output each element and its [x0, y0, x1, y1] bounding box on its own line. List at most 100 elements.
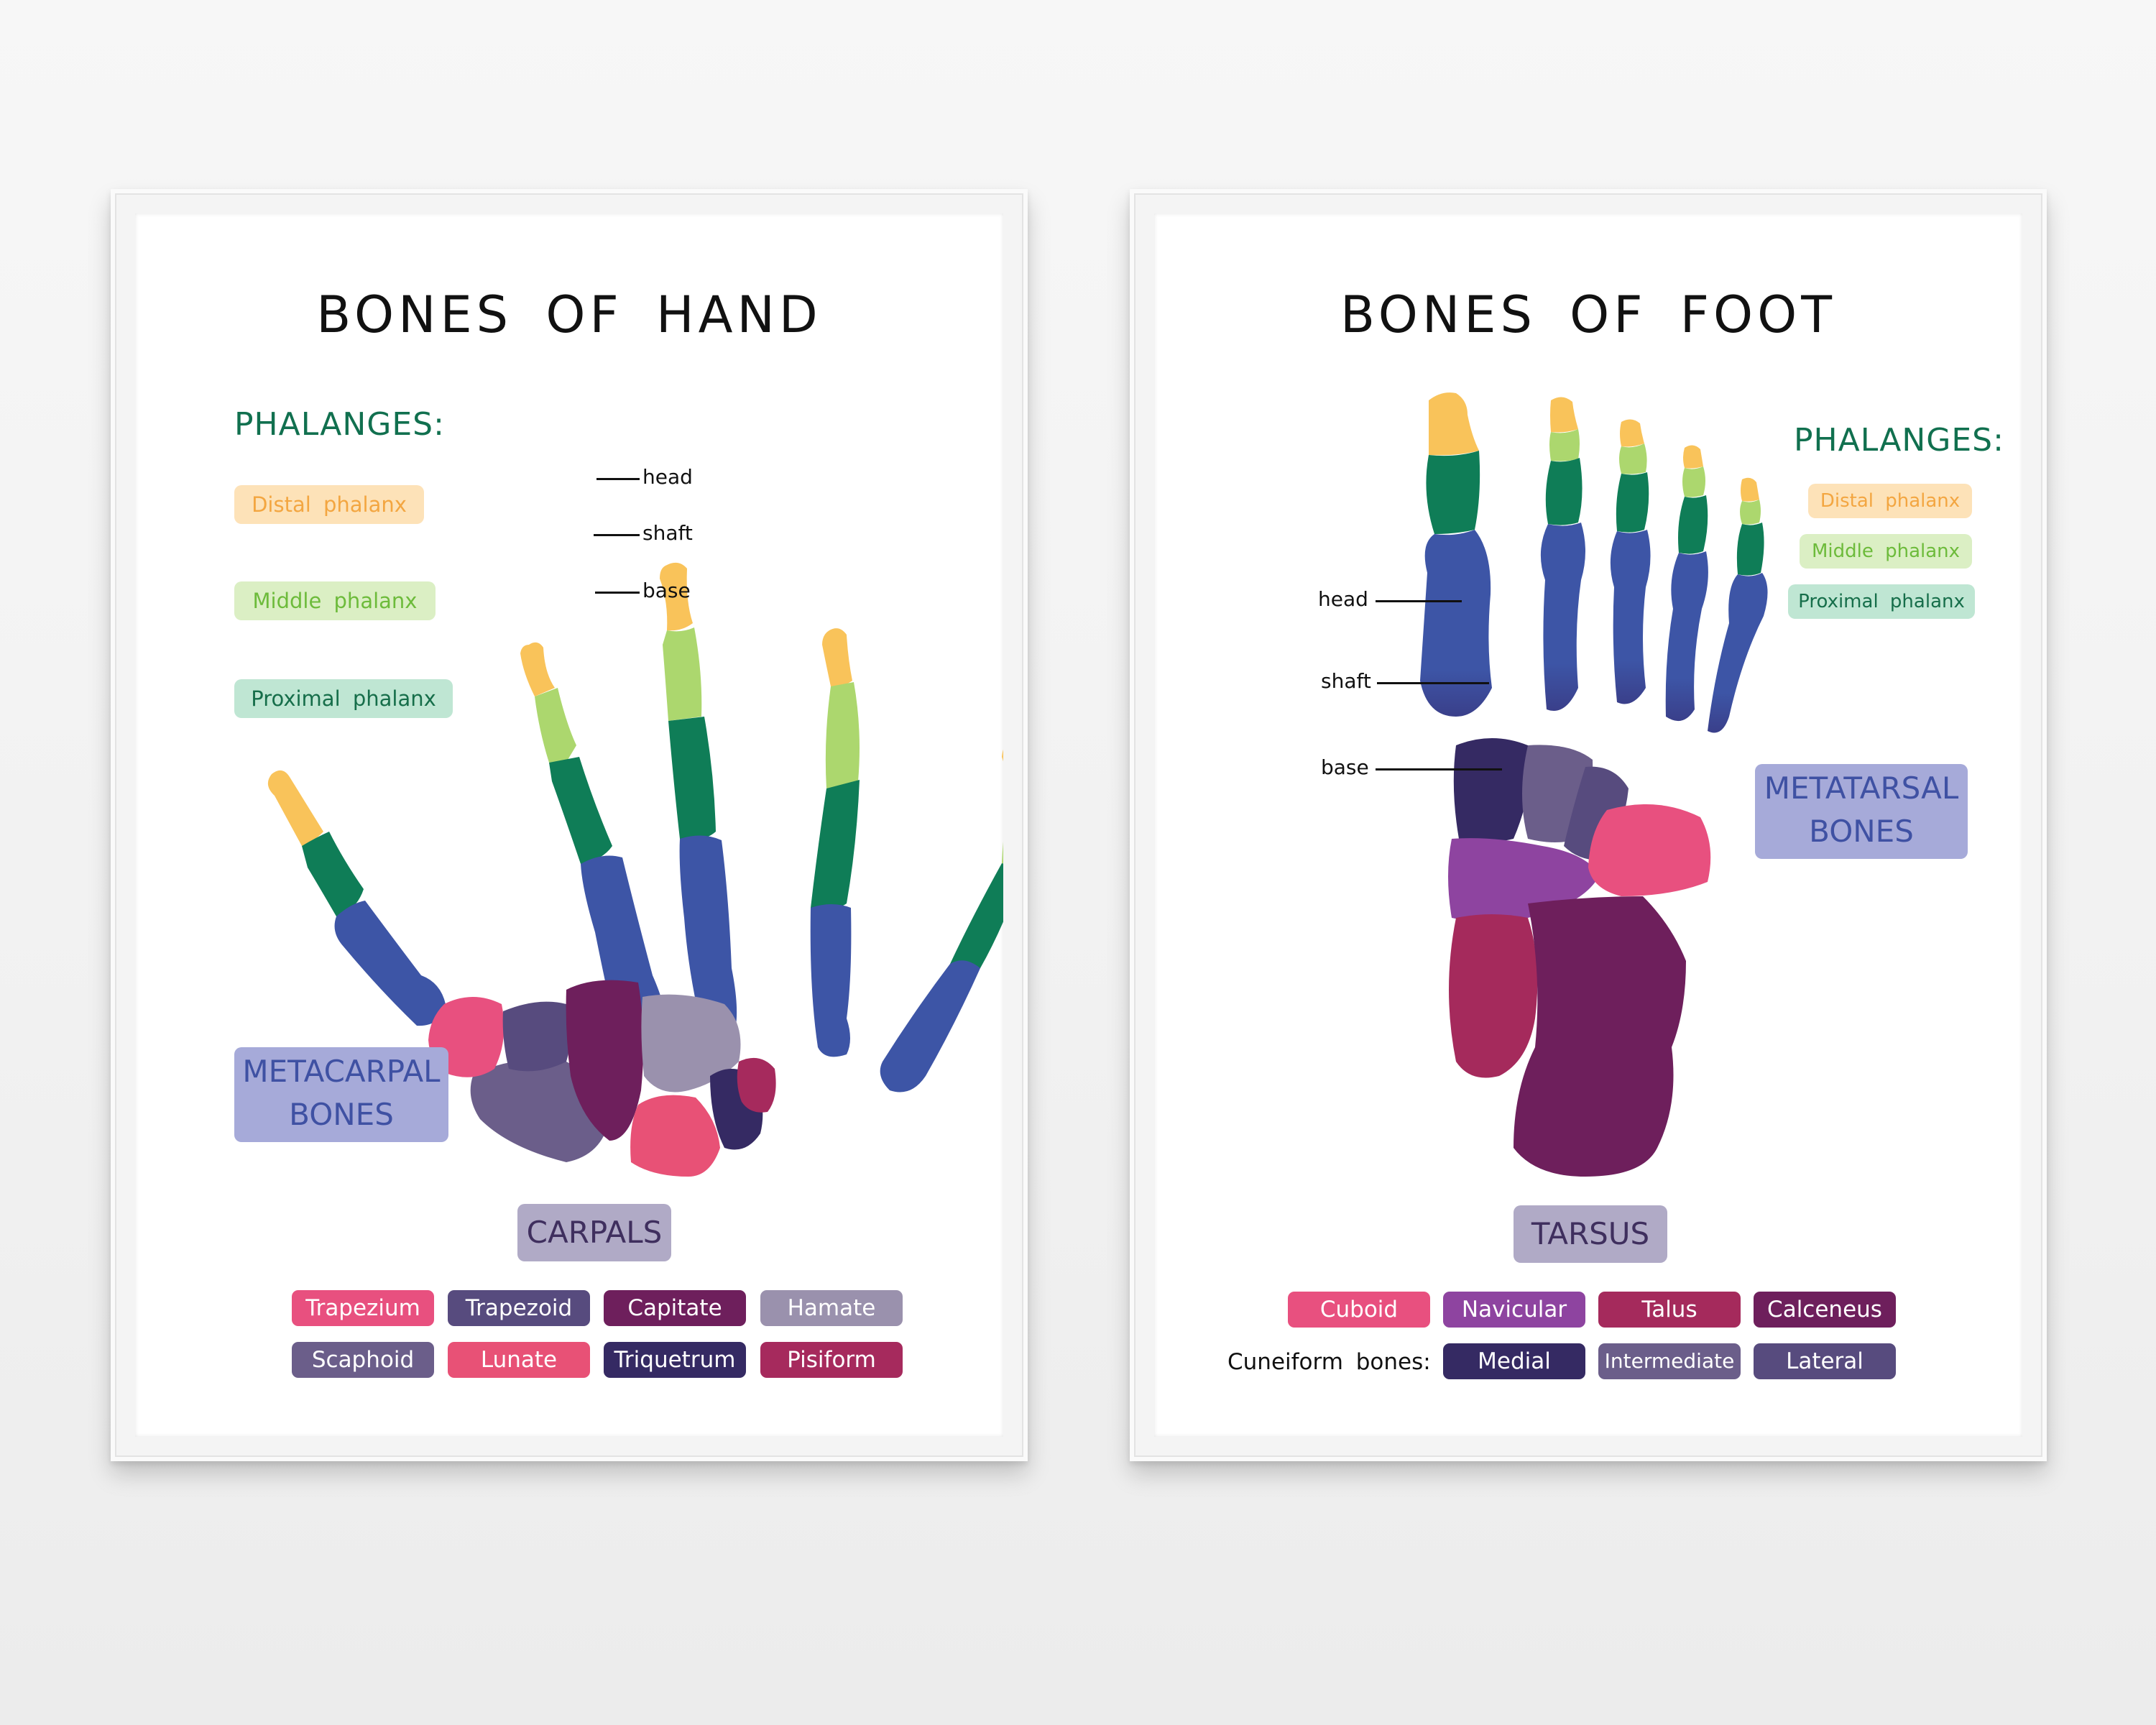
hand-base-leader-line	[595, 592, 640, 594]
metacarpal-line2: BONES	[289, 1097, 394, 1132]
thumb-distal-phalanx	[267, 770, 323, 846]
second-toe-distal-phalanx	[1550, 397, 1578, 433]
chip-intermediate: Intermediate	[1598, 1343, 1741, 1379]
little-finger	[880, 749, 1003, 1092]
pisiform-bone	[737, 1057, 776, 1113]
middle-proximal-phalanx	[668, 717, 716, 840]
chip-scaphoid: Scaphoid	[292, 1342, 434, 1378]
hand-phalanges-heading: PHALANGES:	[234, 406, 445, 443]
chip-calceneus: Calceneus	[1754, 1292, 1896, 1328]
foot-phalanges-heading: PHALANGES:	[1794, 422, 2004, 459]
hand-distal-phalanx-label: Distal phalanx	[234, 485, 424, 524]
fourth-toe-distal-phalanx	[1683, 445, 1703, 469]
hand-middle-phalanx-label: Middle phalanx	[234, 581, 436, 620]
little-metacarpal	[880, 960, 980, 1092]
foot-shaft-label: shaft	[1321, 669, 1371, 693]
thumb-proximal-phalanx	[302, 832, 364, 916]
hamate-bone	[641, 994, 741, 1092]
index-middle-phalanx	[535, 688, 576, 763]
index-proximal-phalanx	[549, 757, 612, 864]
big-toe-distal-phalanx	[1429, 392, 1479, 456]
little-toe-distal-phalanx	[1741, 477, 1759, 502]
capitate-bone	[566, 980, 644, 1141]
medial-cuneiform-bone	[1453, 738, 1530, 842]
middle-metacarpal	[679, 835, 737, 1036]
ring-distal-phalanx	[822, 628, 852, 687]
little-distal-phalanx	[1002, 749, 1003, 762]
foot-base-leader-line	[1376, 768, 1502, 770]
tarsal-bones	[1448, 738, 1711, 1177]
metatarsal-bones-label: METATARSAL BONES	[1755, 764, 1968, 859]
cuneiform-bones-label: Cuneiform bones:	[1227, 1349, 1431, 1375]
foot-title: BONES OF FOOT	[1340, 285, 1836, 344]
foot-base-label: base	[1321, 755, 1369, 779]
foot-poster-frame: BONES OF FOOT PHALANGES: Distal phalanx …	[1130, 189, 2047, 1461]
little-proximal-phalanx	[950, 863, 1003, 970]
fourth-toe-proximal-phalanx	[1678, 495, 1708, 554]
foot-head-leader-line	[1376, 600, 1462, 602]
big-toe	[1420, 392, 1492, 717]
third-toe-metatarsal	[1610, 530, 1651, 704]
metatarsal-line1: METATARSAL	[1764, 770, 1959, 806]
hand-title: BONES OF HAND	[316, 285, 822, 344]
carpal-bones	[428, 980, 776, 1177]
middle-finger	[660, 562, 737, 1036]
chip-lateral: Lateral	[1754, 1343, 1896, 1379]
second-toe-proximal-phalanx	[1545, 458, 1583, 525]
foot-distal-phalanx-label: Distal phalanx	[1808, 484, 1972, 518]
lunate-bone	[630, 1095, 720, 1177]
chip-talus: Talus	[1598, 1292, 1741, 1328]
hand-proximal-phalanx-label: Proximal phalanx	[234, 679, 453, 718]
little-toe	[1708, 477, 1768, 733]
tarsus-heading: TARSUS	[1514, 1205, 1667, 1263]
talus-bone	[1449, 914, 1538, 1078]
ring-proximal-phalanx	[811, 780, 860, 910]
chip-navicular: Navicular	[1443, 1292, 1585, 1328]
fourth-toe-middle-phalanx	[1682, 466, 1705, 497]
cuboid-bone	[1588, 804, 1711, 896]
little-toe-metatarsal	[1708, 573, 1768, 733]
second-toe	[1540, 397, 1585, 711]
third-toe-distal-phalanx	[1620, 419, 1644, 447]
metacarpal-bones-label: METACARPAL BONES	[234, 1047, 448, 1142]
chip-triquetrum: Triquetrum	[604, 1342, 746, 1378]
hand-poster: BONES OF HAND PHALANGES: Distal phalanx …	[135, 213, 1003, 1437]
index-finger	[520, 642, 665, 1036]
chip-hamate: Hamate	[760, 1290, 903, 1326]
calceneus-bone	[1514, 896, 1686, 1177]
ring-metacarpal	[810, 904, 852, 1057]
big-toe-proximal-phalanx	[1426, 451, 1480, 534]
middle-middle-phalanx	[663, 627, 702, 721]
metatarsal-line2: BONES	[1809, 814, 1914, 849]
hand-shaft-leader-line	[594, 534, 640, 536]
chip-pisiform: Pisiform	[760, 1342, 903, 1378]
chip-trapezium: Trapezium	[292, 1290, 434, 1326]
foot-shaft-leader-line	[1377, 682, 1489, 684]
chip-trapezoid: Trapezoid	[448, 1290, 590, 1326]
second-toe-metatarsal	[1540, 523, 1585, 711]
trapezoid-bone	[502, 1001, 570, 1072]
hand-base-label: base	[642, 579, 691, 602]
third-toe	[1610, 419, 1651, 704]
foot-proximal-phalanx-label: Proximal phalanx	[1788, 584, 1975, 619]
hand-head-leader-line	[596, 478, 640, 480]
fourth-toe-metatarsal	[1665, 551, 1708, 722]
little-middle-phalanx	[1002, 841, 1003, 864]
second-toe-middle-phalanx	[1549, 429, 1580, 461]
hand-poster-frame: BONES OF HAND PHALANGES: Distal phalanx …	[111, 189, 1028, 1461]
hand-shaft-label: shaft	[642, 521, 693, 545]
thumb	[267, 770, 446, 1026]
foot-middle-phalanx-label: Middle phalanx	[1800, 534, 1972, 569]
big-toe-metatarsal	[1420, 530, 1492, 717]
hand-head-label: head	[642, 465, 693, 489]
foot-poster: BONES OF FOOT PHALANGES: Distal phalanx …	[1154, 213, 2022, 1437]
chip-medial: Medial	[1443, 1343, 1585, 1379]
hand-skeleton-diagram	[267, 562, 1003, 1177]
little-toe-middle-phalanx	[1740, 500, 1761, 525]
thumb-metacarpal	[334, 901, 446, 1026]
index-metacarpal	[581, 855, 665, 1036]
index-distal-phalanx	[520, 642, 555, 696]
middle-distal-phalanx	[660, 562, 693, 631]
metacarpal-line1: METACARPAL	[242, 1054, 441, 1089]
ring-middle-phalanx	[825, 682, 860, 788]
